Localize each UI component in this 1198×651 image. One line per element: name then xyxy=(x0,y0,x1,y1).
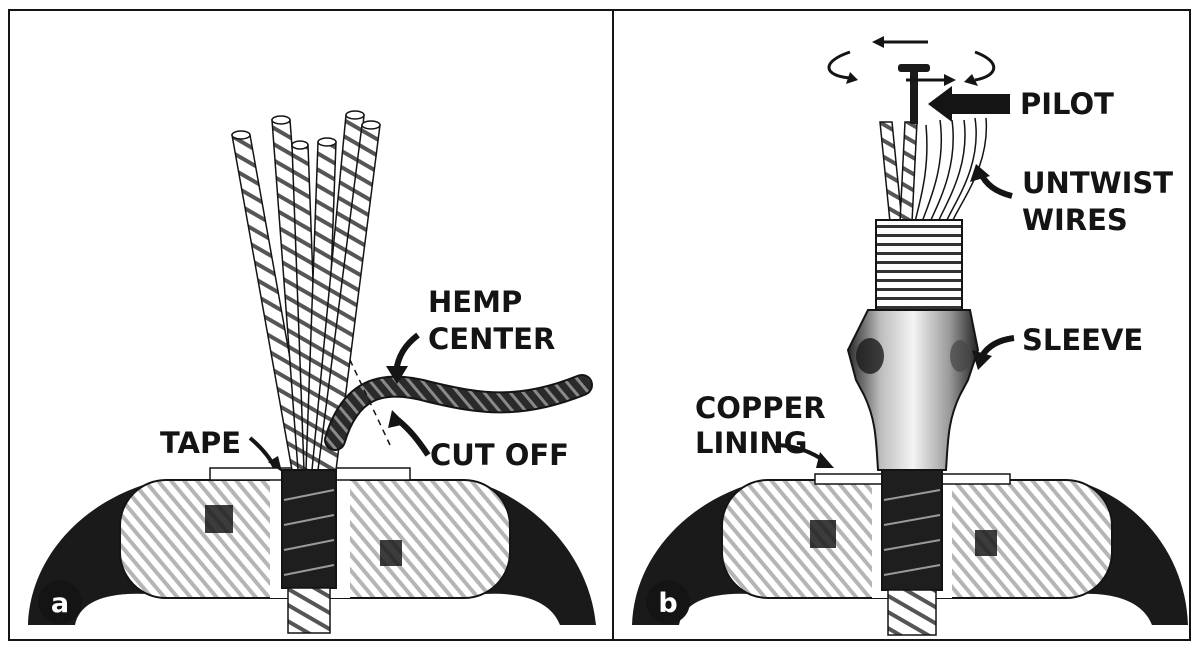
cable-below-a xyxy=(288,588,330,633)
label-sleeve: SLEEVE xyxy=(1022,323,1143,357)
label-untwist: UNTWIST xyxy=(1022,166,1173,200)
label-lining: LINING xyxy=(695,426,807,460)
untwisted-wires xyxy=(880,118,986,222)
threaded-section xyxy=(876,220,962,310)
label-hemp: HEMP xyxy=(428,285,522,319)
panel-a-badge-letter: a xyxy=(51,588,69,619)
cable-below-b xyxy=(888,590,936,635)
panel-b-badge-letter: b xyxy=(658,588,677,619)
pilot-tool xyxy=(898,64,930,124)
sleeve xyxy=(848,310,978,470)
panel-a: HEMP CENTER TAPE CUT OFF a xyxy=(28,111,596,633)
pilot-arrow xyxy=(928,86,1010,122)
label-center: CENTER xyxy=(428,322,555,356)
label-wires: WIRES xyxy=(1022,203,1128,237)
cut-off-arrow xyxy=(398,420,428,455)
panel-b: PILOT UNTWIST WIRES SLEEVE COPPER LINING… xyxy=(632,36,1188,635)
label-copper: COPPER xyxy=(695,391,826,425)
label-cut-off: CUT OFF xyxy=(430,438,569,472)
lower-wrap xyxy=(882,470,942,590)
sleeve-arrow xyxy=(982,338,1014,356)
label-tape: TAPE xyxy=(160,426,241,460)
label-pilot: PILOT xyxy=(1020,87,1114,121)
